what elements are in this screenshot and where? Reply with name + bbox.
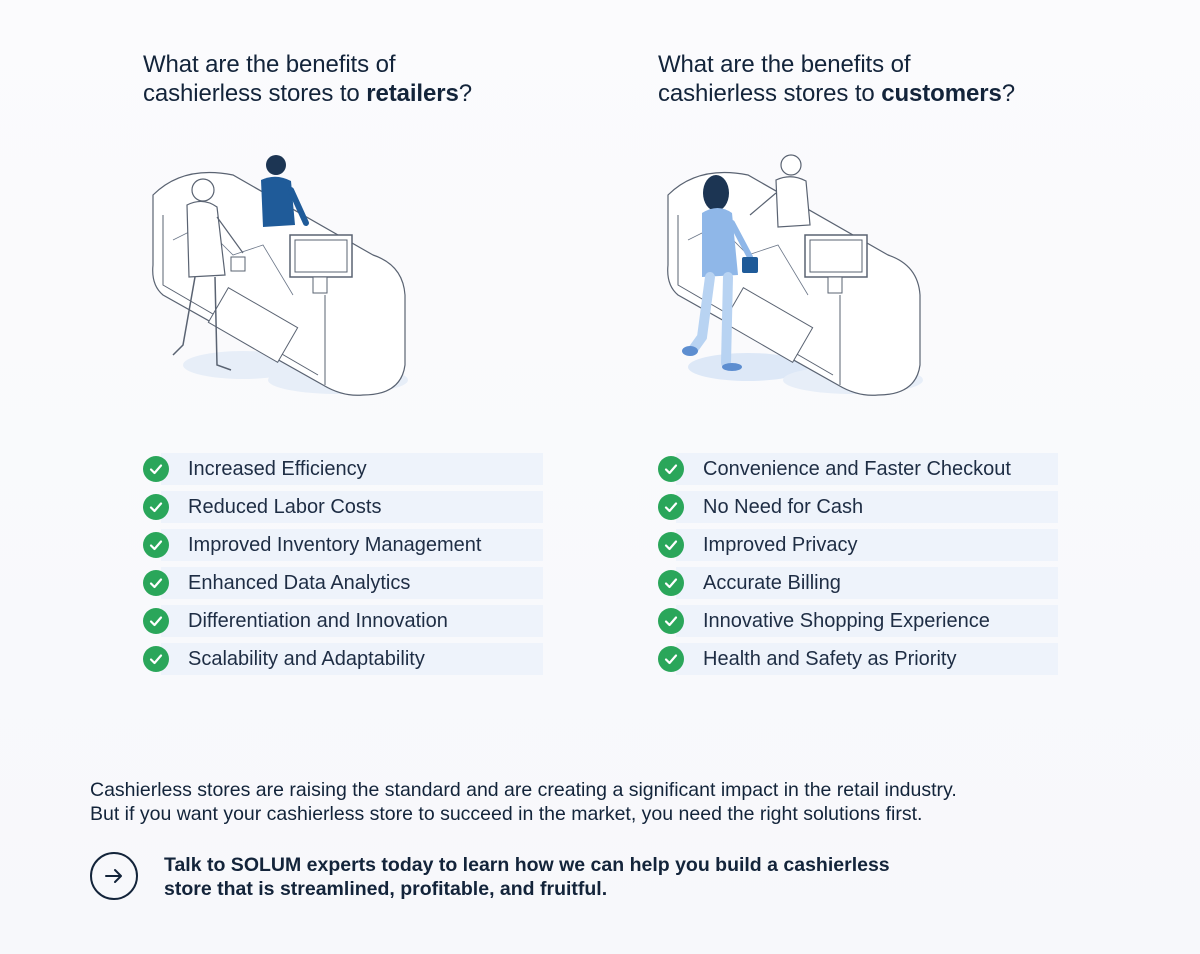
- retailers-heading-line1: What are the benefits of: [143, 51, 396, 78]
- benefit-label: Improved Privacy: [703, 533, 858, 556]
- cta-text[interactable]: Talk to SOLUM experts today to learn how…: [164, 853, 944, 901]
- benefit-label: Innovative Shopping Experience: [703, 609, 990, 632]
- retailers-heading-bold: retailers: [366, 80, 459, 107]
- benefit-label: Improved Inventory Management: [188, 533, 482, 556]
- checkmark-icon: [143, 494, 169, 520]
- list-item: Reduced Labor Costs: [143, 491, 543, 523]
- list-item: Convenience and Faster Checkout: [658, 453, 1058, 485]
- list-item: Improved Inventory Management: [143, 529, 543, 561]
- checkmark-icon: [658, 456, 684, 482]
- cta-block: Talk to SOLUM experts today to learn how…: [90, 852, 990, 906]
- benefit-label: Differentiation and Innovation: [188, 609, 448, 632]
- checkmark-icon: [143, 532, 169, 558]
- cta-line-1: Talk to SOLUM experts today to learn how…: [164, 854, 890, 876]
- list-item: Improved Privacy: [658, 529, 1058, 561]
- summary-line-2: But if you want your cashierless store t…: [90, 803, 923, 825]
- arrow-right-icon: [105, 869, 122, 883]
- list-item: Increased Efficiency: [143, 453, 543, 485]
- checkmark-icon: [658, 646, 684, 672]
- checkmark-icon: [143, 608, 169, 634]
- retailers-heading: What are the benefits of cashierless sto…: [143, 50, 563, 108]
- summary-line-1: Cashierless stores are raising the stand…: [90, 779, 957, 801]
- customer-counter-illustration: [667, 154, 923, 396]
- checkmark-icon: [658, 494, 684, 520]
- checkmark-icon: [658, 608, 684, 634]
- customers-heading-bold: customers: [881, 80, 1002, 107]
- retailers-section: What are the benefits of cashierless sto…: [143, 50, 563, 675]
- list-item: Scalability and Adaptability: [143, 643, 543, 675]
- cta-arrow-button[interactable]: [90, 852, 138, 900]
- benefit-label: Health and Safety as Priority: [703, 647, 957, 670]
- customers-heading-suffix: ?: [1001, 80, 1015, 107]
- checkmark-icon: [143, 570, 169, 596]
- retailers-heading-line2: cashierless stores to: [143, 80, 367, 107]
- cashier-counter-illustration: [152, 155, 408, 396]
- retailers-heading-suffix: ?: [458, 80, 472, 107]
- retailers-benefit-list: Increased Efficiency Reduced Labor Costs…: [143, 453, 543, 681]
- benefit-label: Reduced Labor Costs: [188, 495, 382, 518]
- customers-heading-line2: cashierless stores to: [658, 80, 882, 107]
- benefit-label: No Need for Cash: [703, 495, 864, 518]
- summary-paragraph: Cashierless stores are raising the stand…: [90, 778, 1050, 826]
- benefit-label: Scalability and Adaptability: [188, 647, 425, 670]
- list-item: No Need for Cash: [658, 491, 1058, 523]
- checkmark-icon: [143, 646, 169, 672]
- customers-heading-line1: What are the benefits of: [658, 51, 911, 78]
- cta-line-2: store that is streamlined, profitable, a…: [164, 878, 608, 900]
- list-item: Health and Safety as Priority: [658, 643, 1058, 675]
- customers-heading: What are the benefits of cashierless sto…: [658, 50, 1078, 108]
- checkmark-icon: [658, 532, 684, 558]
- checkmark-icon: [143, 456, 169, 482]
- benefit-label: Increased Efficiency: [188, 457, 367, 480]
- checkmark-icon: [658, 570, 684, 596]
- list-item: Accurate Billing: [658, 567, 1058, 599]
- benefit-label: Accurate Billing: [703, 571, 841, 594]
- benefit-label: Convenience and Faster Checkout: [703, 457, 1011, 480]
- list-item: Differentiation and Innovation: [143, 605, 543, 637]
- list-item: Enhanced Data Analytics: [143, 567, 543, 599]
- customers-benefit-list: Convenience and Faster Checkout No Need …: [658, 453, 1058, 681]
- list-item: Innovative Shopping Experience: [658, 605, 1058, 637]
- benefit-label: Enhanced Data Analytics: [188, 571, 411, 594]
- customers-section: What are the benefits of cashierless sto…: [658, 50, 1078, 675]
